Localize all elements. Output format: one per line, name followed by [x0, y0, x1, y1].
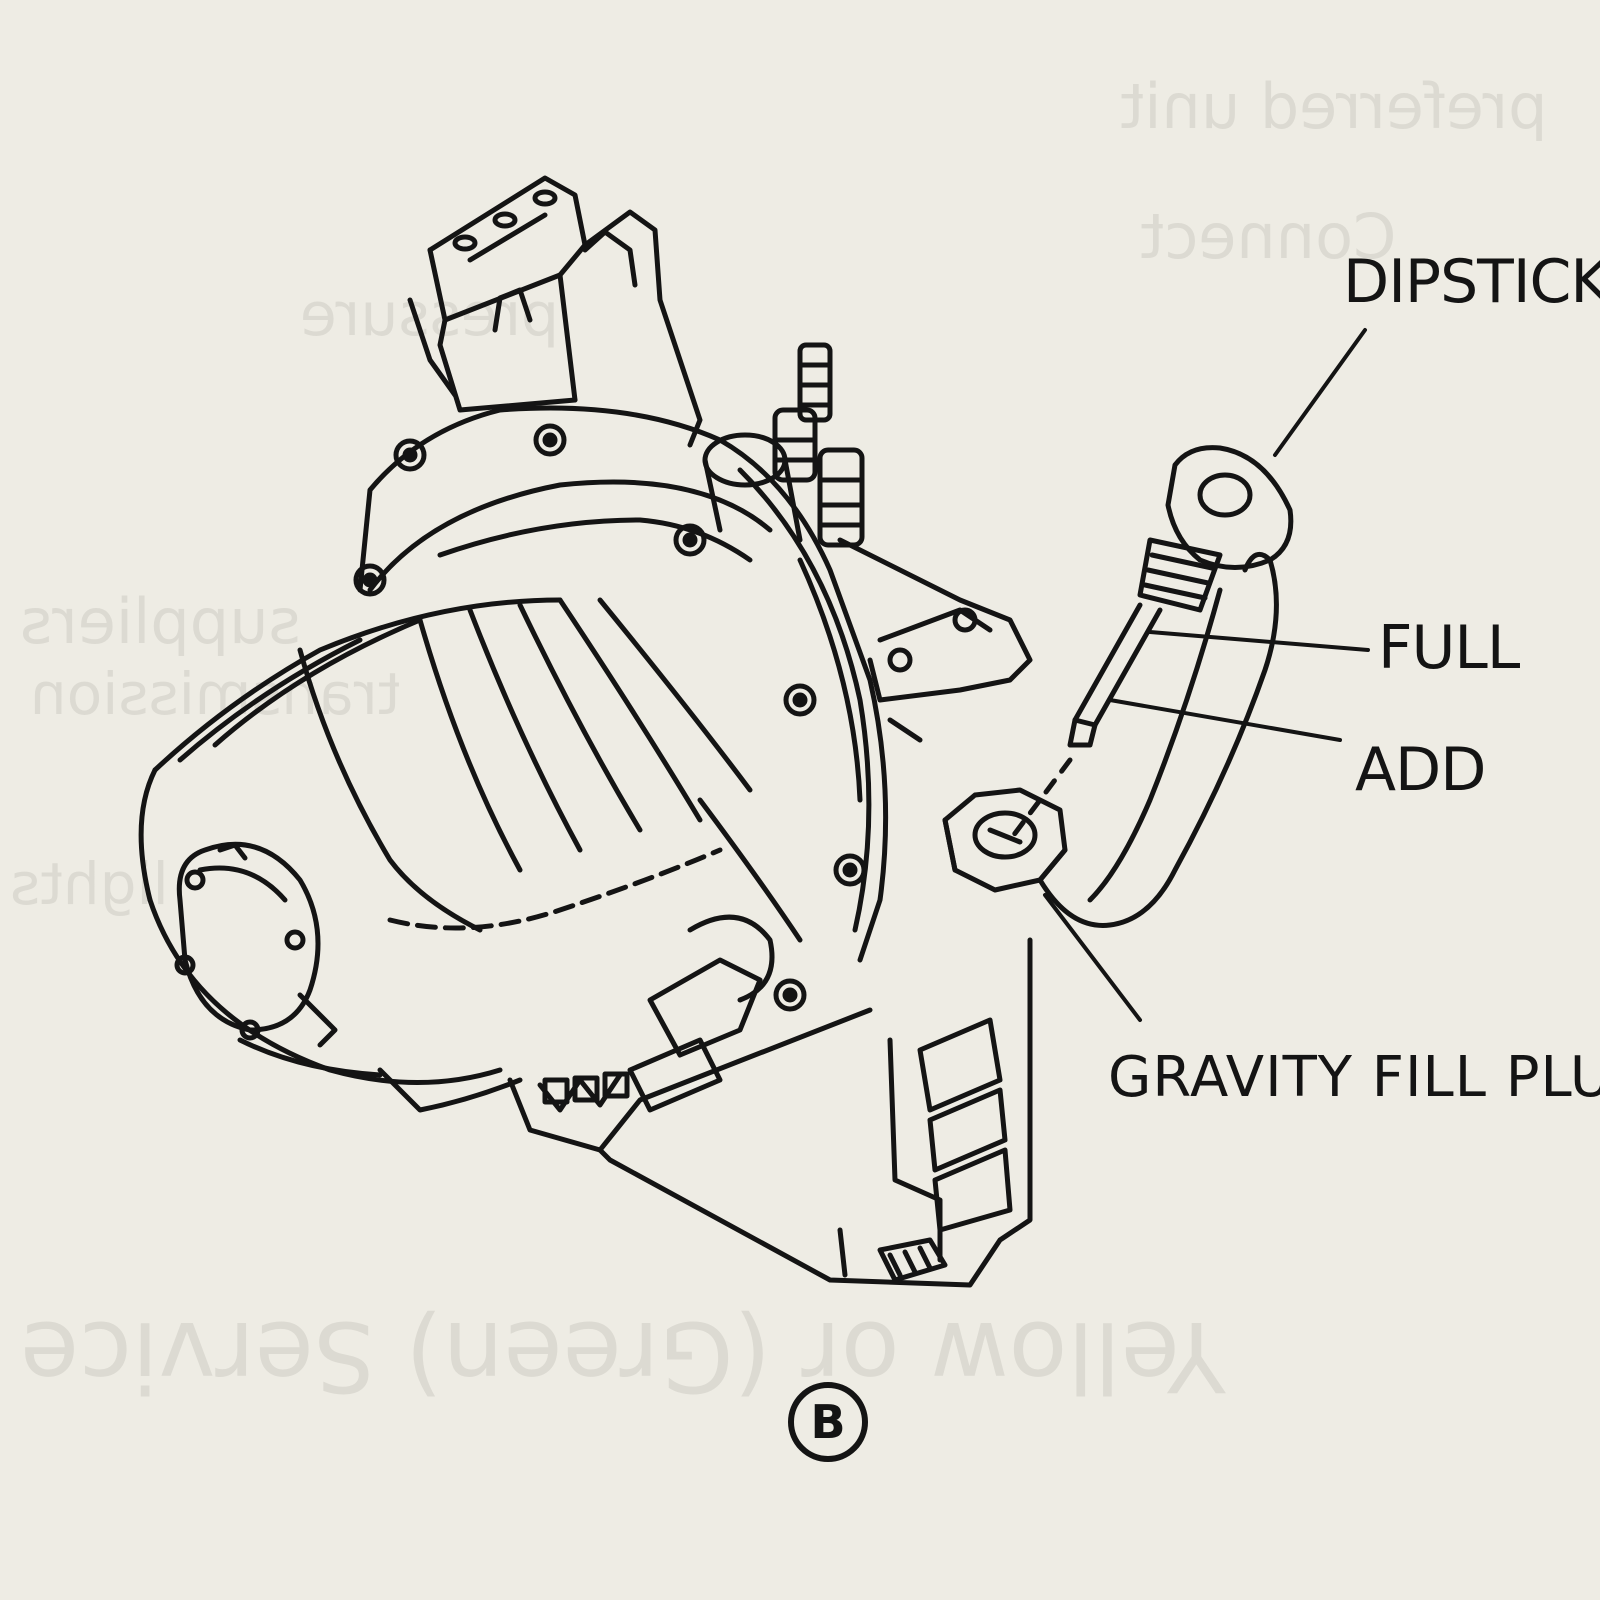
side-bracket: [837, 537, 1033, 743]
figure-letter-badge: B: [788, 1382, 868, 1462]
oil-pan: [507, 914, 1033, 1288]
fill-plug-leader: [1043, 893, 1142, 1022]
label-dipstick: DIPSTICK: [1343, 247, 1600, 317]
label-full: FULL: [1378, 613, 1520, 683]
top-fittings: [702, 342, 865, 548]
extension-housing: [138, 597, 803, 1113]
bell-housing: [353, 405, 889, 1012]
gravity-fill-plug: [942, 551, 1279, 928]
full-leader: [1148, 630, 1370, 652]
dipstick-leader: [1273, 328, 1367, 457]
figure-letter: B: [810, 1395, 846, 1449]
top-housing: [407, 175, 703, 448]
output-cover: [174, 841, 338, 1048]
label-gravity-fill-plug: GRAVITY FILL PLU: [1108, 1045, 1600, 1110]
leader-lines: [1043, 328, 1370, 1022]
label-add: ADD: [1355, 735, 1486, 805]
add-leader: [1108, 698, 1342, 742]
dipstick-part: [1007, 445, 1294, 843]
